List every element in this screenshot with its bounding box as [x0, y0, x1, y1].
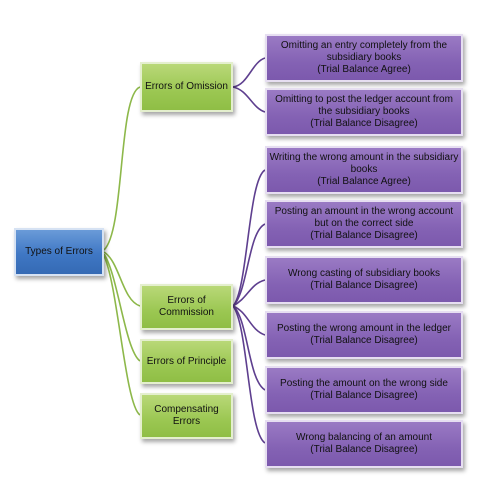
errors-of-omission-label: Errors of Omission [145, 81, 228, 92]
leaf-wrong-amount-ledger: Posting the wrong amount in the ledger (… [265, 311, 463, 359]
leaf-wrong-balancing: Wrong balancing of an amount (Trial Bala… [265, 420, 463, 468]
connector-root-principle [103, 253, 141, 362]
leaf-text: Omitting an entry completely from the su… [280, 40, 448, 63]
errors-of-commission-label: Errors of Commission [158, 295, 214, 318]
connector-commission-leaf7 [232, 305, 266, 391]
leaf-text: Posting the wrong amount in the ledger [277, 323, 451, 334]
connector-omission-leaf1 [232, 57, 266, 88]
leaf-text: Writing the wrong amount in the subsidia… [269, 152, 459, 175]
leaf-wrong-side: Posting the amount on the wrong side (Tr… [265, 366, 463, 414]
leaf-note: (Trial Balance Disagree) [310, 280, 418, 291]
leaf-wrong-casting: Wrong casting of subsidiary books (Trial… [265, 256, 463, 304]
leaf-text: Wrong casting of subsidiary books [287, 268, 441, 279]
connector-commission-leaf5 [232, 279, 266, 307]
connector-commission-leaf3 [232, 169, 266, 307]
leaf-text: Wrong balancing of an amount [295, 432, 432, 443]
leaf-note: (Trial Balance Agree) [317, 176, 411, 187]
compensating-errors-label: Compensating Errors [154, 404, 219, 427]
leaf-writing-wrong-amount: Writing the wrong amount in the subsidia… [265, 146, 463, 194]
leaf-note: (Trial Balance Disagree) [310, 444, 418, 455]
connector-root-compensating [103, 255, 141, 416]
leaf-text: Omitting to post the ledger account from… [275, 94, 453, 117]
errors-of-commission-node: Errors of Commission [140, 284, 233, 330]
leaf-note: (Trial Balance Disagree) [310, 335, 418, 346]
connector-commission-leaf8 [232, 305, 266, 444]
types-of-errors-label: Types of Errors [25, 246, 93, 257]
errors-of-omission-node: Errors of Omission [140, 62, 233, 112]
leaf-note: (Trial Balance Agree) [317, 64, 411, 75]
leaf-note: (Trial Balance Disagree) [310, 390, 418, 401]
types-of-errors-node: Types of Errors [14, 228, 104, 276]
connector-root-commission [103, 251, 141, 307]
leaf-text: Posting an amount in the wrong account b… [274, 206, 454, 229]
leaf-omitting-ledger-post: Omitting to post the ledger account from… [265, 88, 463, 136]
leaf-omitting-entry: Omitting an entry completely from the su… [265, 34, 463, 82]
connector-commission-leaf6 [232, 305, 266, 336]
leaf-note: (Trial Balance Disagree) [310, 118, 418, 129]
leaf-wrong-account: Posting an amount in the wrong account b… [265, 200, 463, 248]
connector-root-omission [103, 86, 141, 251]
compensating-errors-node: Compensating Errors [140, 393, 233, 439]
connector-omission-leaf2 [232, 86, 266, 113]
errors-of-principle-label: Errors of Principle [146, 355, 227, 367]
leaf-text: Posting the amount on the wrong side [280, 378, 448, 389]
leaf-note: (Trial Balance Disagree) [310, 230, 418, 241]
errors-of-principle-node: Errors of Principle [140, 339, 233, 384]
connector-commission-leaf4 [232, 223, 266, 307]
